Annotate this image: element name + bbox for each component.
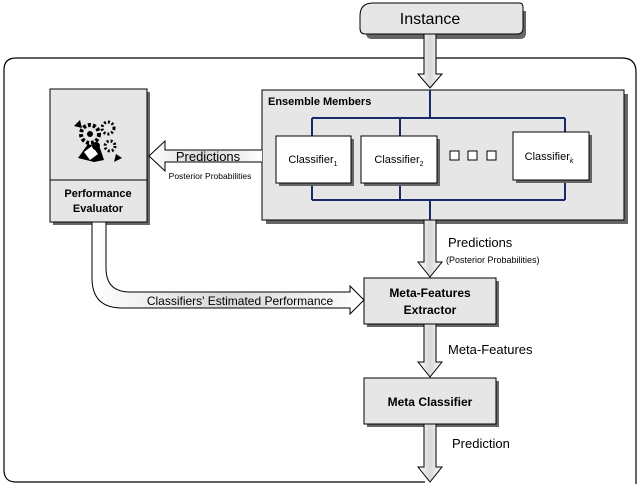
classifier-2-box [360, 135, 438, 184]
classifier-2-label: Classifier2 [374, 154, 423, 168]
arrow-instance-to-ensemble [416, 33, 444, 89]
classifier-1-box [275, 135, 352, 184]
classifier-1-label: Classifier1 [288, 154, 337, 168]
arrow-ensemble-to-extractor [416, 219, 444, 278]
arrow-evaluator-to-extractor [91, 221, 365, 316]
gears-person-icon [74, 120, 122, 162]
classifier-k-box [512, 131, 590, 181]
meta-classifier-box [363, 377, 497, 425]
prediction-label: Prediction [452, 436, 510, 451]
ensemble-title: Ensemble Members [268, 96, 371, 108]
arrow-extractor-to-meta-classifier [416, 323, 444, 378]
arrow-predictions-to-evaluator [148, 139, 262, 173]
instance-label: Instance [400, 11, 461, 28]
extractor-label-line1: Meta-Features [389, 286, 471, 300]
predictions-left-label: Predictions [176, 149, 241, 164]
arrow-meta-classifier-to-output [416, 423, 444, 483]
extractor-box [363, 277, 497, 325]
instance-box [359, 2, 524, 35]
predictions-down-label: Predictions [448, 235, 513, 250]
posterior-left-label: Posterior Probabilities [169, 171, 252, 181]
extractor-label-line2: Extractor [404, 303, 457, 317]
evaluator-label-line2: Evaluator [73, 203, 124, 215]
outer-frame [3, 57, 637, 484]
evaluator-label-line1: Performance [64, 188, 131, 200]
classifier-k-label: Classifierk [525, 151, 574, 165]
performance-arrow-label: Classifiers' Estimated Performance [147, 294, 334, 308]
ellipsis-squares [449, 150, 497, 161]
meta-classifier-label: Meta Classifier [388, 395, 473, 409]
meta-features-label: Meta-Features [448, 342, 533, 357]
posterior-down-label: (Posterior Probabilities) [446, 255, 540, 265]
